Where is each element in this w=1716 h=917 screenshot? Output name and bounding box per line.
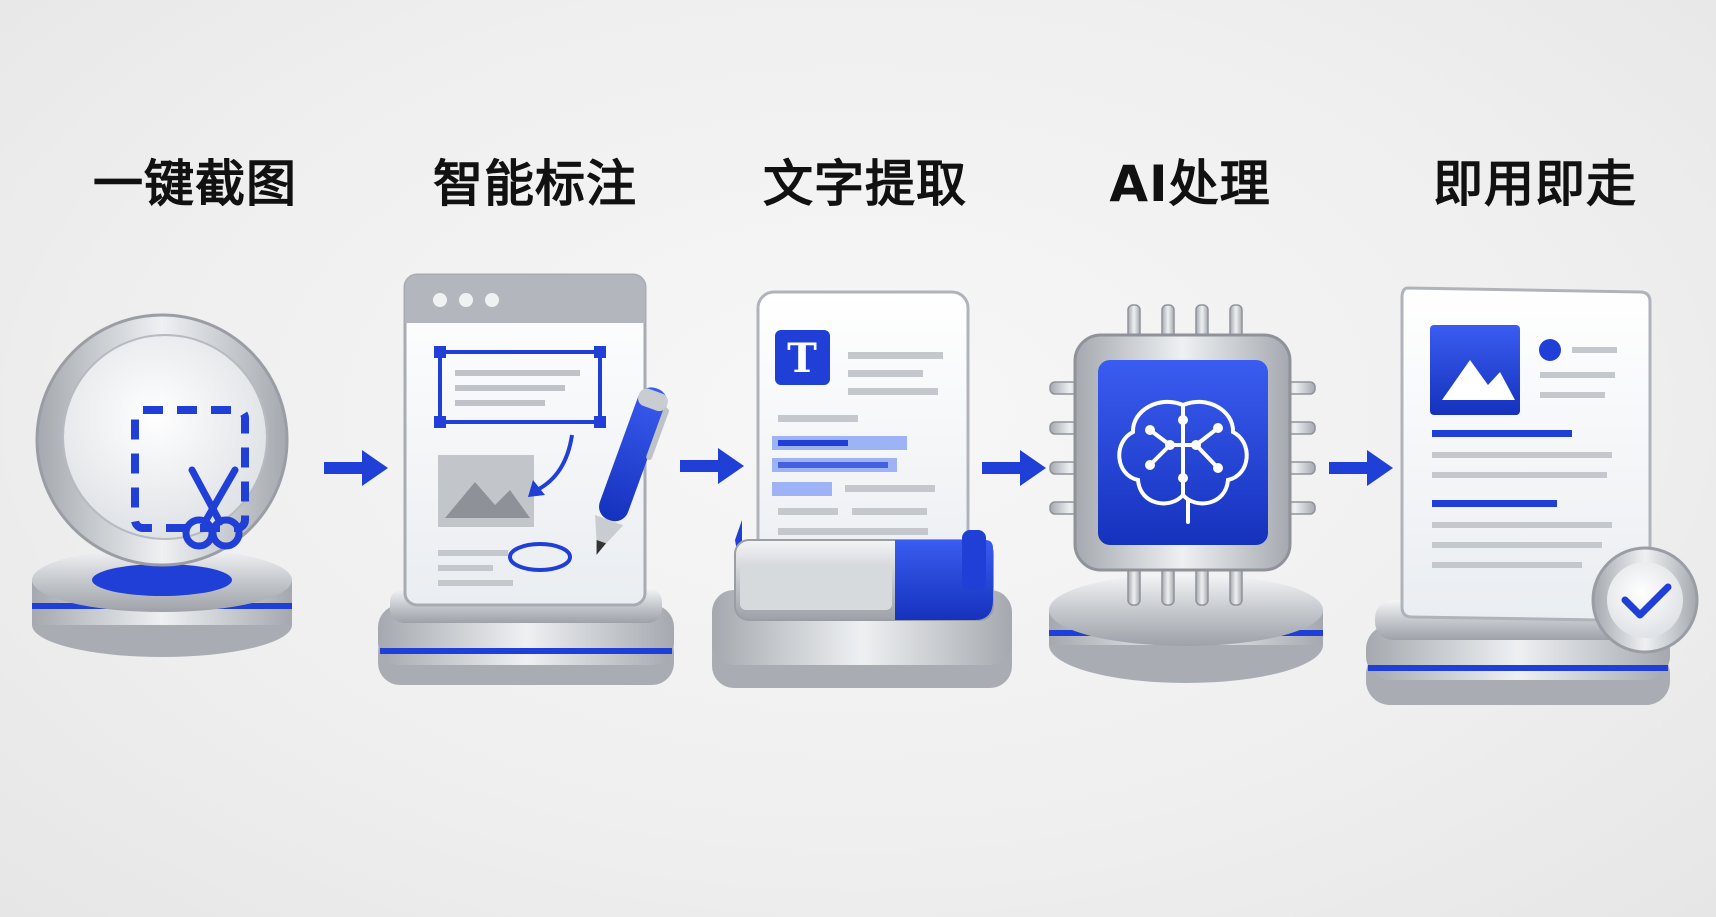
step-title-ai-processing: AI处理 <box>1109 155 1271 213</box>
step-title-text-extract: 文字提取 <box>763 155 967 213</box>
arrow-right-icon <box>680 448 744 484</box>
text-glyph: T <box>787 335 817 382</box>
step-title-annotation: 智能标注 <box>433 155 637 213</box>
step-title-screenshot: 一键截图 <box>93 155 297 213</box>
text-document-icon: T <box>712 290 1012 688</box>
annotation-window-icon <box>378 273 674 685</box>
step-title-use-and-go: 即用即走 <box>1433 155 1637 213</box>
arrow-right-icon <box>324 450 388 486</box>
arrow-right-icon <box>1329 450 1393 486</box>
arrow-right-icon <box>982 450 1046 486</box>
scissors-selection-icon <box>32 313 292 657</box>
ai-brain-chip-icon <box>1049 304 1323 683</box>
document-check-icon <box>1366 286 1699 705</box>
